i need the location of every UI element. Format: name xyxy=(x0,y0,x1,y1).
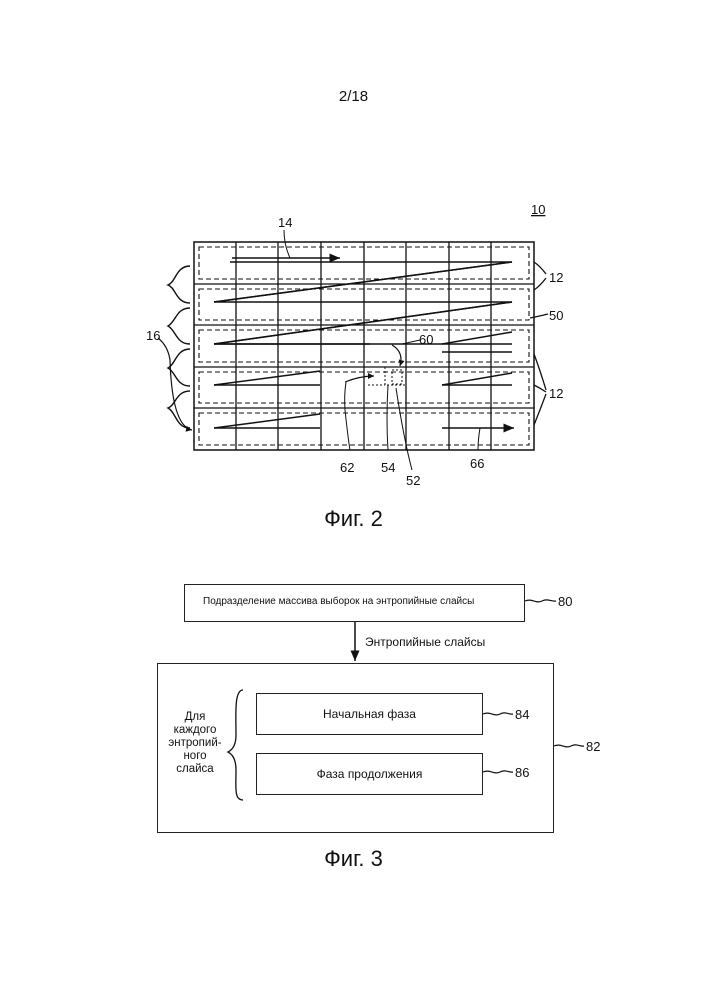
ref-14: 14 xyxy=(278,215,292,230)
arrow-62 xyxy=(345,376,374,382)
slice-braces-16 xyxy=(168,266,190,428)
ref-12-bottom: 12 xyxy=(549,386,563,401)
ref-60: 60 xyxy=(419,332,433,347)
ref-16: 16 xyxy=(146,328,160,343)
ref-84: 84 xyxy=(515,707,529,722)
ref-66: 66 xyxy=(470,456,484,471)
ref-10: 10 xyxy=(531,202,545,217)
current-block-52 xyxy=(385,367,406,385)
ref-54: 54 xyxy=(381,460,395,475)
figure-3-caption: Фиг. 3 xyxy=(0,846,707,872)
ref-52: 52 xyxy=(406,473,420,488)
ref-62: 62 xyxy=(340,460,354,475)
ref-82: 82 xyxy=(586,739,600,754)
ref-12-top: 12 xyxy=(549,270,563,285)
ref-86: 86 xyxy=(515,765,529,780)
side-brace xyxy=(228,690,243,800)
ref-80: 80 xyxy=(558,594,572,609)
figure-2-drawing: 10 14 12 50 16 60 12 62 54 52 66 xyxy=(0,0,707,500)
arrow-60 xyxy=(392,345,401,366)
figure-2-caption: Фиг. 2 xyxy=(0,506,707,532)
block-grid xyxy=(194,242,534,450)
ref-50: 50 xyxy=(549,308,563,323)
figure-3-connectors: 80 82 84 86 xyxy=(0,560,707,820)
scan-order-zigzag xyxy=(214,262,512,428)
